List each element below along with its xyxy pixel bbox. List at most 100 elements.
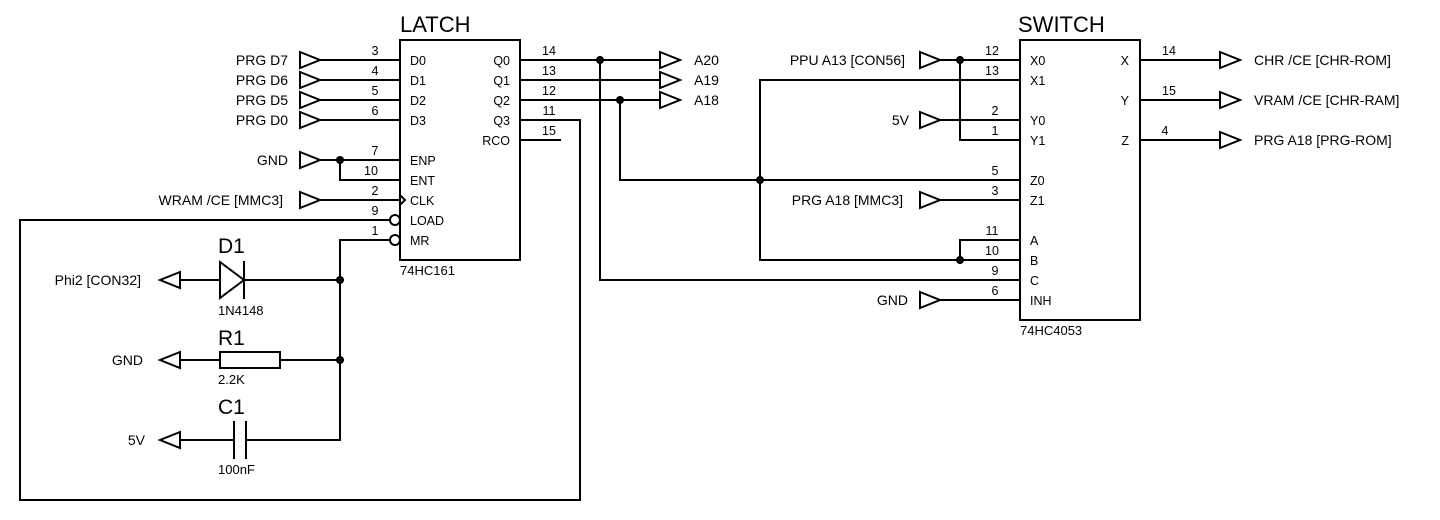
switch-part: 74HC4053 [1020, 323, 1082, 338]
switch-pin-z: Z [1121, 134, 1129, 148]
switch-pin-x0: X0 [1030, 54, 1045, 68]
switch-pin-y0: Y0 [1030, 114, 1045, 128]
a-b-tie-wire [959, 239, 1021, 261]
output-port-arrow [659, 50, 683, 70]
latch-pinnum-3: 3 [372, 44, 379, 58]
resistor-r1: R1 2.2K GND [112, 327, 344, 387]
net-prg-d7: PRG D7 [236, 52, 288, 68]
switch-pin-inh: INH [1030, 294, 1052, 308]
switch-outputs: CHR /CE [CHR-ROM] VRAM /CE [CHR-RAM] PRG… [1139, 50, 1399, 150]
latch-pinnum-6: 6 [372, 104, 379, 118]
latch-body [399, 39, 521, 261]
switch-pinnum-10: 10 [985, 244, 999, 258]
a20-to-c-wire [599, 59, 1021, 281]
switch-pinnum-12: 12 [985, 44, 999, 58]
net-prg-a18-prgrom: PRG A18 [PRG-ROM] [1254, 132, 1392, 148]
switch-title: SWITCH [1018, 12, 1105, 37]
switch-body [1019, 39, 1141, 321]
switch-pinnum-3: 3 [992, 184, 999, 198]
c1-value: 100nF [218, 462, 255, 477]
latch-pin-q3: Q3 [493, 114, 510, 128]
latch-pinnum-15: 15 [542, 124, 556, 138]
latch-pinnum-10: 10 [364, 164, 378, 178]
switch-pinnum-9: 9 [992, 264, 999, 278]
net-prg-d6: PRG D6 [236, 72, 288, 88]
switch-pin-x1: X1 [1030, 74, 1045, 88]
latch-pin-rco: RCO [482, 134, 510, 148]
latch-pinnum-2: 2 [372, 184, 379, 198]
latch-pinnum-5: 5 [372, 84, 379, 98]
net-gnd-r1: GND [112, 352, 143, 368]
net-wram-ce: WRAM /CE [MMC3] [159, 192, 283, 208]
d1-ref: D1 [218, 235, 245, 258]
switch-pin-z0: Z0 [1030, 174, 1045, 188]
load-inversion-bubble [389, 214, 401, 226]
junction-dot [956, 256, 964, 264]
switch-pin-c: C [1030, 274, 1039, 288]
net-gnd-switch: GND [877, 292, 908, 308]
junction-dot [756, 176, 764, 184]
output-port-arrow [1219, 130, 1243, 150]
latch-pinnum-12: 12 [542, 84, 556, 98]
switch-pinnum-2: 2 [992, 104, 999, 118]
latch-pin-enp: ENP [410, 154, 436, 168]
net-5v-switch: 5V [892, 112, 910, 128]
d1-value: 1N4148 [218, 303, 264, 318]
latch-pinnum-11: 11 [543, 104, 556, 118]
ppu-to-y1-wire [959, 59, 1021, 141]
output-port-arrow [659, 90, 683, 110]
mr-reset-wire [245, 239, 391, 441]
switch-pinnum-5: 5 [992, 164, 999, 178]
net-gnd-latch: GND [257, 152, 288, 168]
latch-pin-clk: CLK [410, 194, 435, 208]
junction-dot [336, 356, 344, 364]
latch-title: LATCH [400, 12, 471, 37]
input-port-arrow [919, 50, 943, 70]
switch-pin-y1: Y1 [1030, 134, 1045, 148]
switch-pin-b: B [1030, 254, 1038, 268]
net-a19: A19 [694, 72, 719, 88]
switch-pin-a: A [1030, 234, 1039, 248]
junction-dot [956, 56, 964, 64]
latch-pin-mr: MR [410, 234, 429, 248]
net-prg-d0: PRG D0 [236, 112, 288, 128]
switch-pin-x: X [1121, 54, 1130, 68]
input-port-arrow [919, 110, 943, 130]
switch-pinnum-14: 14 [1162, 44, 1176, 58]
latch-pin-q2: Q2 [493, 94, 510, 108]
diode-triangle [219, 260, 246, 300]
enp-ent-tie-wire [339, 159, 401, 181]
switch-input-wires [939, 59, 1021, 301]
input-port-arrow [299, 70, 323, 90]
latch-pin-d3: D3 [410, 114, 426, 128]
net-5v-c1: 5V [128, 432, 146, 448]
junction-dot [336, 156, 344, 164]
diode-d1: D1 1N4148 Phi2 [CON32] [55, 235, 344, 318]
switch-output-wires [1139, 59, 1221, 141]
net-chr-ce: CHR /CE [CHR-ROM] [1254, 52, 1391, 68]
latch-inputs: PRG D7 PRG D6 PRG D5 PRG D0 GND WRAM /CE… [159, 50, 401, 210]
c1-ref: C1 [218, 396, 245, 419]
net-ppu-a13: PPU A13 [CON56] [790, 52, 905, 68]
input-port-arrow [299, 110, 323, 130]
switch-pinnum-15: 15 [1162, 84, 1176, 98]
latch-pinnum-14: 14 [542, 44, 556, 58]
switch-pinnum-1: 1 [992, 124, 999, 138]
switch-pin-y: Y [1121, 94, 1130, 108]
latch-chip: LATCH 74HC161 D0 D1 D2 D3 ENP ENT CLK LO… [364, 12, 556, 278]
switch-pin-z1: Z1 [1030, 194, 1045, 208]
r1-value: 2.2K [218, 372, 245, 387]
q3-load-feedback-wire [19, 119, 581, 501]
switch-chip: SWITCH 74HC4053 X0 X1 Y0 Y1 Z0 Z1 A B C … [985, 12, 1176, 338]
capacitor-plates [233, 421, 247, 459]
capacitor-c1: C1 100nF 5V [128, 396, 255, 477]
output-port-arrow [1219, 50, 1243, 70]
latch-pinnum-9: 9 [372, 204, 379, 218]
switch-pinnum-13: 13 [985, 64, 999, 78]
net-prg-d5: PRG D5 [236, 92, 288, 108]
switch-inputs: PPU A13 [CON56] 5V PRG A18 [MMC3] GND [756, 50, 1021, 310]
input-port-arrow [919, 290, 943, 310]
net-prg-a18-mmc3: PRG A18 [MMC3] [792, 192, 903, 208]
latch-pin-ent: ENT [410, 174, 435, 188]
